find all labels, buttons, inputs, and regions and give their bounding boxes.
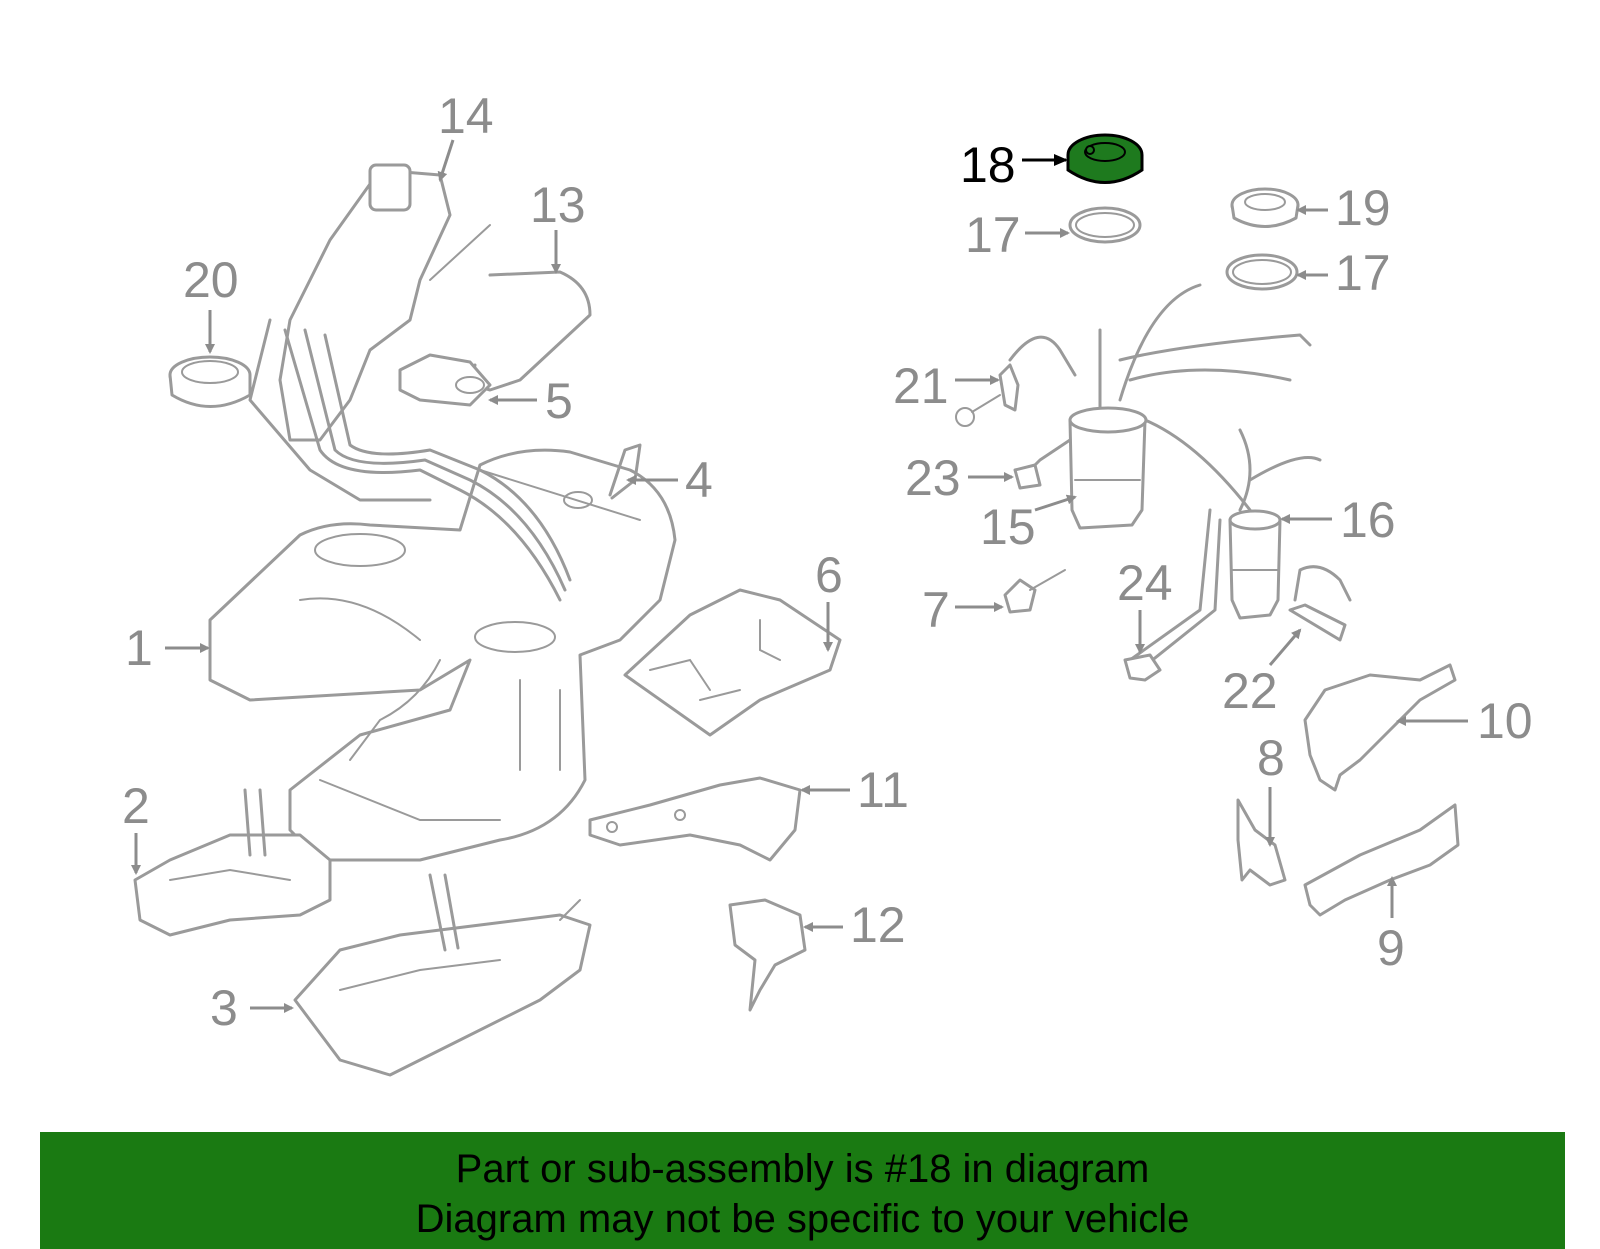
part-22-bracket bbox=[1288, 565, 1352, 642]
callout-1: 1 bbox=[125, 620, 153, 676]
callout-8: 8 bbox=[1257, 730, 1285, 786]
callout-24: 24 bbox=[1117, 555, 1173, 611]
callout-19: 19 bbox=[1335, 180, 1391, 236]
callout-6: 6 bbox=[815, 547, 843, 603]
callout-22: 22 bbox=[1222, 663, 1278, 719]
filler-neck-and-lines bbox=[248, 163, 572, 602]
banner-line-part: Part or sub-assembly is #18 in diagram bbox=[455, 1147, 1150, 1191]
part-4-strap bbox=[608, 443, 642, 500]
part-19-ring bbox=[1230, 187, 1300, 228]
part-3-shield bbox=[293, 873, 592, 1077]
callout-23: 23 bbox=[905, 450, 961, 506]
callout-16: 16 bbox=[1340, 492, 1396, 548]
part-15-pump bbox=[1018, 406, 1148, 530]
callout-9: 9 bbox=[1377, 920, 1405, 976]
part-21-bracket bbox=[955, 335, 1077, 427]
callout-5: 5 bbox=[545, 373, 573, 429]
callout-13: 13 bbox=[530, 177, 586, 233]
part-12-bracket bbox=[728, 898, 807, 1012]
banner-line-disclaimer: Diagram may not be specific to your vehi… bbox=[415, 1197, 1190, 1241]
callout-18: 18 bbox=[960, 137, 1016, 193]
callout-20: 20 bbox=[183, 252, 239, 308]
part-17-seal-right bbox=[1225, 253, 1299, 291]
callout-17-right: 17 bbox=[1335, 245, 1391, 301]
callout-7: 7 bbox=[922, 582, 950, 638]
callout-11: 11 bbox=[857, 762, 909, 818]
callout-10: 10 bbox=[1477, 693, 1533, 749]
part-6-shield bbox=[623, 588, 842, 737]
part-8-bracket bbox=[1236, 798, 1287, 887]
part-10-shield bbox=[1303, 663, 1457, 792]
part-11-shield bbox=[588, 776, 802, 862]
part-18-highlighted bbox=[1066, 133, 1144, 184]
callout-12: 12 bbox=[850, 897, 906, 953]
part-7-sensor bbox=[1003, 569, 1066, 614]
callout-2: 2 bbox=[122, 778, 150, 834]
part-23-clip bbox=[1013, 463, 1042, 490]
part-20-ring bbox=[168, 355, 252, 408]
callout-4: 4 bbox=[685, 452, 713, 508]
part-5-bracket bbox=[398, 353, 492, 407]
callout-14: 14 bbox=[438, 88, 494, 144]
callouts: 1 2 3 4 5 6 7 8 9 10 11 12 13 14 15 16 1 bbox=[122, 88, 1533, 1036]
info-banner: Part or sub-assembly is #18 in diagram D… bbox=[40, 1132, 1565, 1249]
callout-21: 21 bbox=[893, 358, 949, 414]
callout-17-left: 17 bbox=[965, 207, 1021, 263]
part-16-sender bbox=[1228, 509, 1282, 620]
part-24-clip bbox=[1123, 653, 1162, 682]
callout-15: 15 bbox=[980, 499, 1036, 555]
part-17-seal-top bbox=[1068, 206, 1142, 244]
fuel-tank bbox=[208, 448, 677, 862]
part-9-shield bbox=[1303, 803, 1460, 917]
callout-3: 3 bbox=[210, 980, 238, 1036]
part-2-shield bbox=[133, 788, 332, 937]
